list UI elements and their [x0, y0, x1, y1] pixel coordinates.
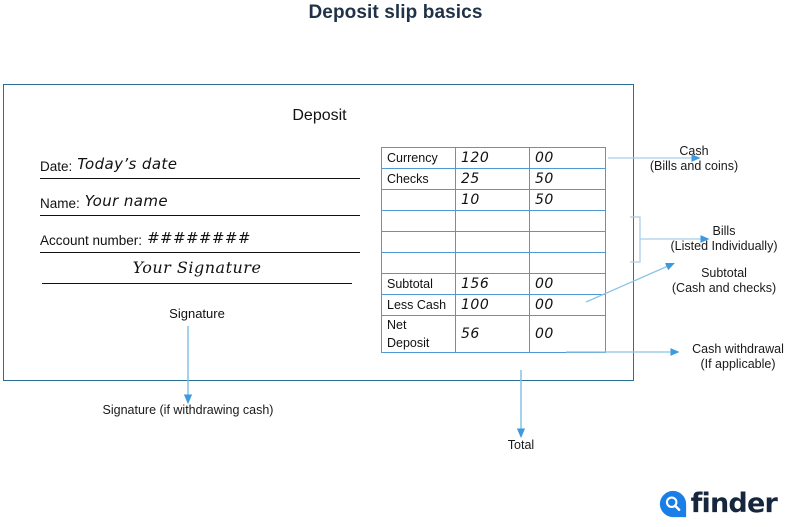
- field-date-value: Today’s date: [77, 155, 178, 173]
- finder-logo[interactable]: finder: [659, 488, 778, 519]
- callout-bills-line1: Bills: [712, 224, 736, 238]
- table-cell-cents: [529, 231, 606, 253]
- field-account-number-label: Account number:: [40, 233, 143, 248]
- amount-table-body: Currency 120 00 Checks 25 50 10 50: [381, 147, 606, 353]
- table-row: Less Cash 100 00: [381, 294, 606, 316]
- page-title: Deposit slip basics: [308, 2, 483, 23]
- table-cell-label: [381, 189, 456, 211]
- callout-cash: Cash (Bills and coins): [650, 144, 738, 174]
- table-row: [381, 210, 606, 232]
- table-cell-cents: 00: [529, 294, 606, 316]
- cell-text: Checks: [387, 172, 429, 186]
- callout-signature-bottom-line1: Signature (if withdrawing cash): [102, 403, 274, 417]
- table-cell-dollars: [455, 210, 530, 232]
- table-cell-label: Subtotal: [381, 273, 456, 295]
- callout-cash-line2: (Bills and coins): [649, 159, 739, 173]
- table-cell-cents: [529, 252, 606, 274]
- field-name-label: Name:: [40, 196, 80, 211]
- table-cell-dollars: 25: [455, 168, 530, 190]
- cell-text: 25: [461, 171, 480, 187]
- table-cell-label: Less Cash: [381, 294, 456, 316]
- table-row: [381, 252, 606, 274]
- field-signature-value: Your Signature: [132, 258, 262, 277]
- table-cell-cents: 00: [529, 273, 606, 295]
- cell-text: Net Deposit: [387, 318, 430, 350]
- cell-text: 50: [535, 171, 554, 187]
- table-cell-dollars: 56: [455, 315, 530, 353]
- callout-subtotal-line1: Subtotal: [701, 266, 747, 280]
- finder-wordmark: finder: [690, 488, 778, 519]
- table-cell-dollars: 156: [455, 273, 530, 295]
- slip-heading: Deposit: [292, 107, 347, 124]
- table-cell-cents: 00: [529, 315, 606, 353]
- table-cell-label: Checks: [381, 168, 456, 190]
- cell-text: 50: [535, 192, 554, 208]
- table-cell-dollars: 100: [455, 294, 530, 316]
- callout-subtotal-line2: (Cash and checks): [671, 281, 777, 295]
- table-row: [381, 231, 606, 253]
- cell-text: 156: [461, 276, 490, 292]
- callout-subtotal: Subtotal (Cash and checks): [672, 266, 776, 296]
- table-cell-label: [381, 231, 456, 253]
- cell-text: 120: [461, 150, 490, 166]
- field-date-label: Date:: [40, 159, 73, 174]
- field-name: Name: Your name: [40, 192, 360, 216]
- cell-text: 56: [461, 326, 480, 342]
- callout-cash-withdrawal-line1: Cash withdrawal: [692, 342, 784, 356]
- table-cell-label: Currency: [381, 147, 456, 169]
- table-cell-label: [381, 210, 456, 232]
- callout-total: Total: [508, 438, 534, 453]
- callout-bills-line2: (Listed Individually): [670, 239, 778, 253]
- table-cell-dollars: [455, 231, 530, 253]
- table-cell-label: Net Deposit: [381, 315, 456, 353]
- cell-text: 100: [461, 297, 490, 313]
- field-name-value: Your name: [84, 192, 169, 210]
- magnifier-droplet-icon: [659, 490, 686, 517]
- callout-cash-line1: Cash: [679, 144, 709, 158]
- field-account-number: Account number: ########: [40, 229, 360, 253]
- cell-text: 00: [535, 326, 554, 342]
- table-cell-dollars: 120: [455, 147, 530, 169]
- table-cell-cents: [529, 210, 606, 232]
- table-cell-dollars: [455, 252, 530, 274]
- field-date: Date: Today’s date: [40, 155, 360, 179]
- table-cell-label: [381, 252, 456, 274]
- table-row: Subtotal 156 00: [381, 273, 606, 295]
- cell-text: 00: [535, 150, 554, 166]
- table-cell-dollars: 10: [455, 189, 530, 211]
- table-cell-cents: 50: [529, 189, 606, 211]
- table-cell-cents: 50: [529, 168, 606, 190]
- table-row: 10 50: [381, 189, 606, 211]
- cell-text: Currency: [387, 151, 438, 165]
- cell-text: Less Cash: [387, 298, 447, 312]
- cell-text: 00: [535, 297, 554, 313]
- field-account-number-value: ########: [147, 229, 251, 247]
- table-row: Net Deposit 56 00: [381, 315, 606, 353]
- callout-cash-withdrawal-line2: (If applicable): [700, 357, 776, 371]
- callout-bills: Bills (Listed Individually): [671, 224, 778, 254]
- table-row: Currency 120 00: [381, 147, 606, 169]
- cell-text: Subtotal: [387, 277, 433, 291]
- callout-cash-withdrawal: Cash withdrawal (If applicable): [692, 342, 784, 372]
- cell-text: 00: [535, 276, 554, 292]
- field-signature: Your Signature: [42, 258, 352, 284]
- cell-text: 10: [461, 192, 480, 208]
- callout-signature-bottom: Signature (if withdrawing cash): [103, 403, 274, 418]
- table-cell-cents: 00: [529, 147, 606, 169]
- amount-table: Currency 120 00 Checks 25 50 10 50: [381, 147, 606, 353]
- signature-caption: Signature: [169, 306, 225, 321]
- callout-total-line1: Total: [507, 438, 535, 452]
- table-row: Checks 25 50: [381, 168, 606, 190]
